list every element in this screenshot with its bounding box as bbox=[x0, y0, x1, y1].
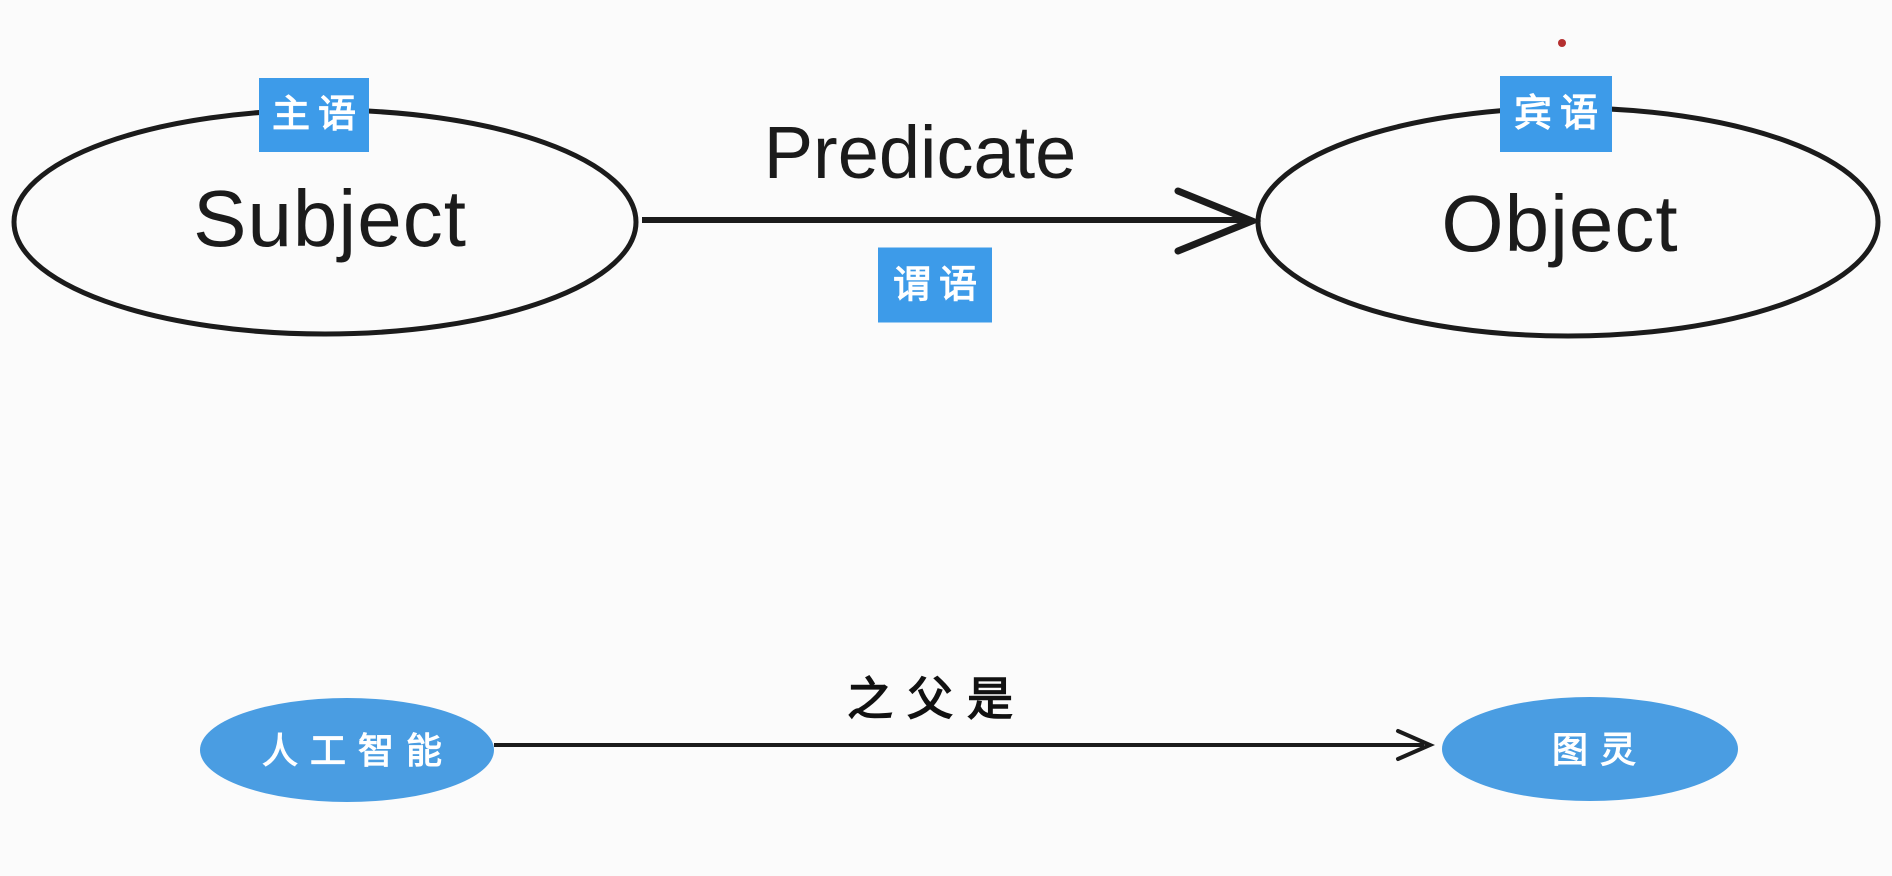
predicate-label: Predicate bbox=[763, 111, 1077, 194]
predicate-arrow-head bbox=[1174, 187, 1262, 255]
object-label: Object bbox=[1441, 179, 1679, 268]
object-annotation-badge: 宾语 bbox=[1500, 76, 1612, 152]
subject-label: Subject bbox=[193, 174, 467, 263]
example-subject-ellipse bbox=[200, 698, 494, 802]
example-predicate-label: 之父是 bbox=[847, 673, 1027, 725]
example-object-ellipse bbox=[1442, 697, 1738, 801]
predicate-annotation-badge: 谓语 bbox=[878, 247, 992, 323]
example-subject-label: 人工智能 bbox=[261, 730, 455, 771]
subject-annotation-badge: 主语 bbox=[259, 78, 369, 152]
example-object-label: 图灵 bbox=[1551, 729, 1649, 770]
laser-pointer-dot bbox=[1558, 39, 1566, 47]
example-arrow-head bbox=[1396, 729, 1435, 761]
